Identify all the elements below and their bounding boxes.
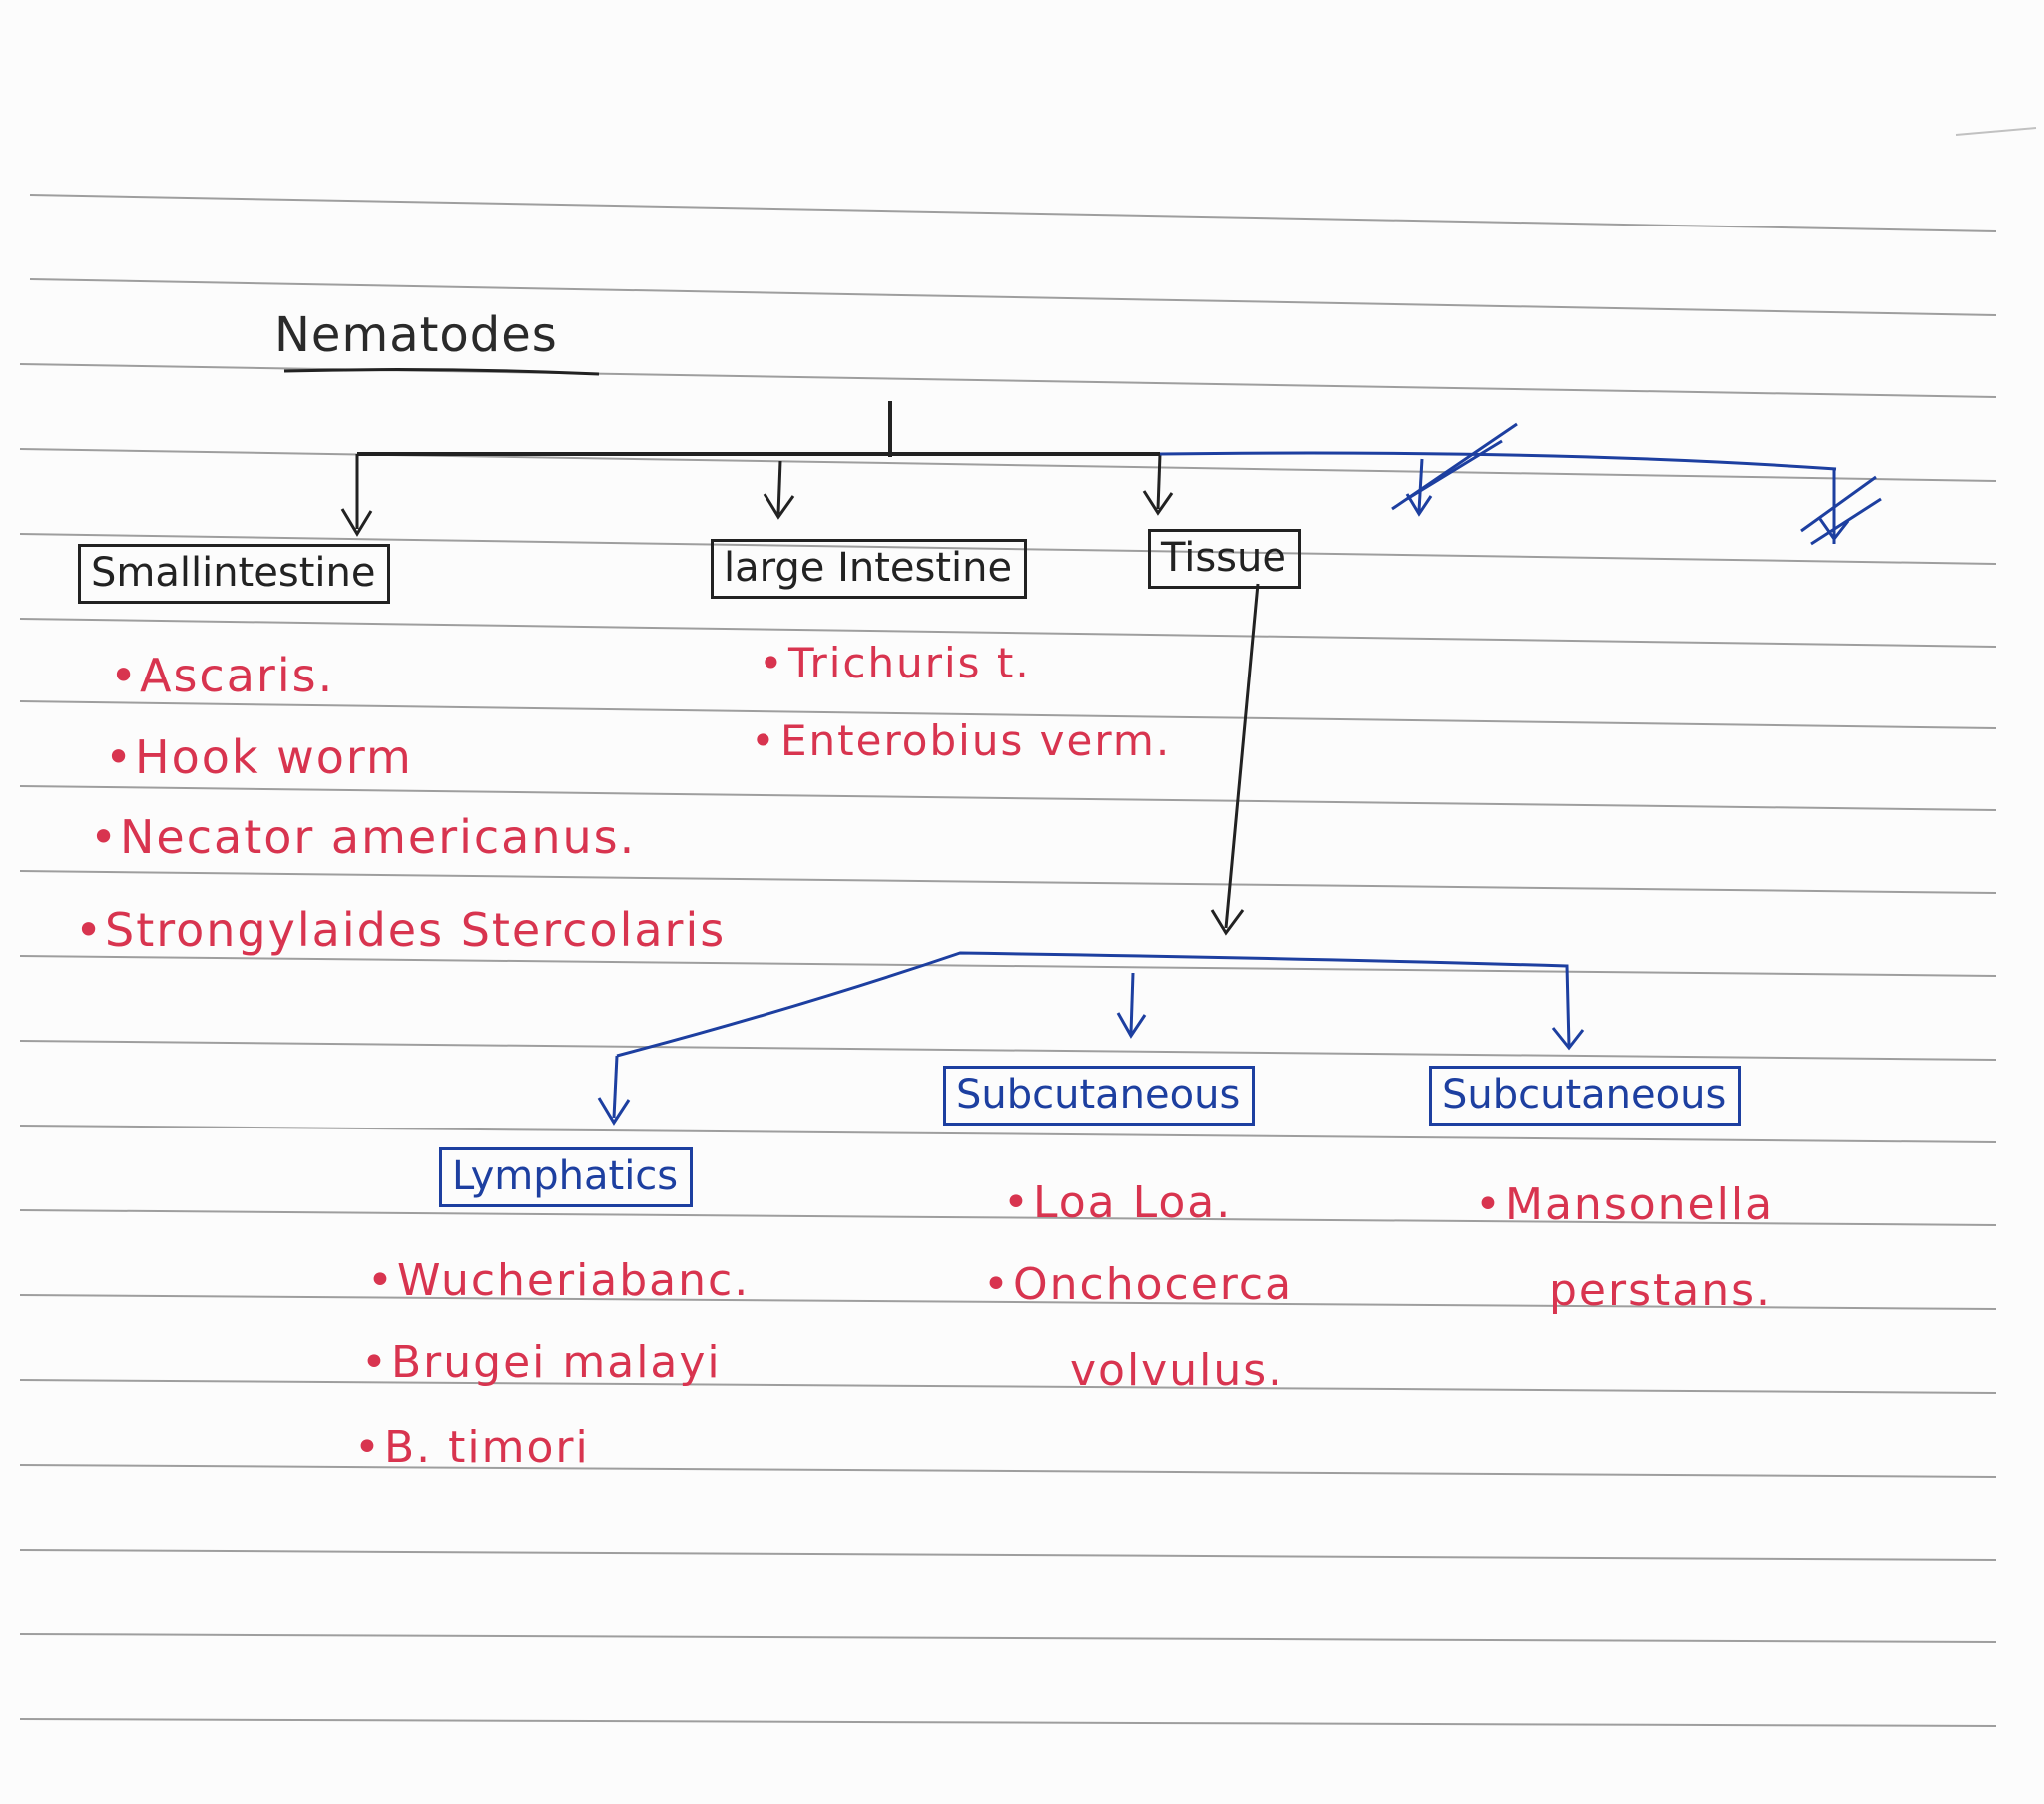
list-item-continued: perstans. xyxy=(1549,1265,1773,1316)
crossed-branch-bar xyxy=(1159,451,1837,471)
arrow-subcutaneous-1 xyxy=(1129,972,1135,1034)
list-item: •Necator americanus. xyxy=(90,810,637,864)
item-text: Enterobius verm. xyxy=(780,716,1172,765)
item-text: Mansonella xyxy=(1505,1179,1775,1230)
list-item: •Strongylaides Stercolaris xyxy=(75,903,727,957)
arrow-tissue-down xyxy=(1224,583,1260,929)
list-item: •Wucheriabanc. xyxy=(367,1255,751,1306)
list-item: •Hook worm xyxy=(105,730,413,784)
arrow-lymphatics xyxy=(612,1055,619,1119)
sub-branch-bar xyxy=(616,951,1571,1058)
list-item-continued: volvulus. xyxy=(1070,1345,1284,1396)
item-text: Loa Loa. xyxy=(1033,1177,1233,1228)
box-lymphatics: Lymphatics xyxy=(439,1147,694,1207)
box-tissue: Tissue xyxy=(1148,529,1301,589)
arrow-tissue xyxy=(1156,453,1162,510)
box-small-intestine: Smallintestine xyxy=(78,544,391,604)
item-text: Onchocerca xyxy=(1013,1259,1294,1310)
list-item: •Mansonella xyxy=(1475,1179,1775,1230)
item-text: Hook worm xyxy=(135,730,413,784)
box-large-intestine: large Intestine xyxy=(711,539,1028,599)
arrow-subcutaneous-2 xyxy=(1551,1027,1585,1051)
item-text: Brugei malayi xyxy=(391,1337,722,1388)
item-text: Ascaris. xyxy=(140,649,335,702)
list-item: •Ascaris. xyxy=(110,649,335,702)
list-item: •Trichuris t. xyxy=(759,639,1031,687)
box-subcutaneous-1: Subcutaneous xyxy=(943,1066,1256,1126)
page-title: Nematodes xyxy=(274,307,558,363)
list-item: •Enterobius verm. xyxy=(751,716,1172,765)
item-text: Trichuris t. xyxy=(788,639,1031,687)
arrow-large-intestine xyxy=(776,460,782,515)
item-text: Strongylaides Stercolaris xyxy=(105,903,727,957)
item-text: Necator americanus. xyxy=(120,810,637,864)
list-item: •Loa Loa. xyxy=(1003,1177,1233,1228)
crossed-arrow-1 xyxy=(1417,458,1424,512)
list-item: •B. timori xyxy=(354,1422,590,1473)
item-text: B. timori xyxy=(384,1422,590,1473)
list-item: •Onchocerca xyxy=(983,1259,1294,1310)
title-underline xyxy=(283,368,600,376)
item-text: Wucheriabanc. xyxy=(397,1255,751,1306)
list-item: •Brugei malayi xyxy=(361,1337,722,1388)
box-subcutaneous-2: Subcutaneous xyxy=(1429,1066,1742,1126)
